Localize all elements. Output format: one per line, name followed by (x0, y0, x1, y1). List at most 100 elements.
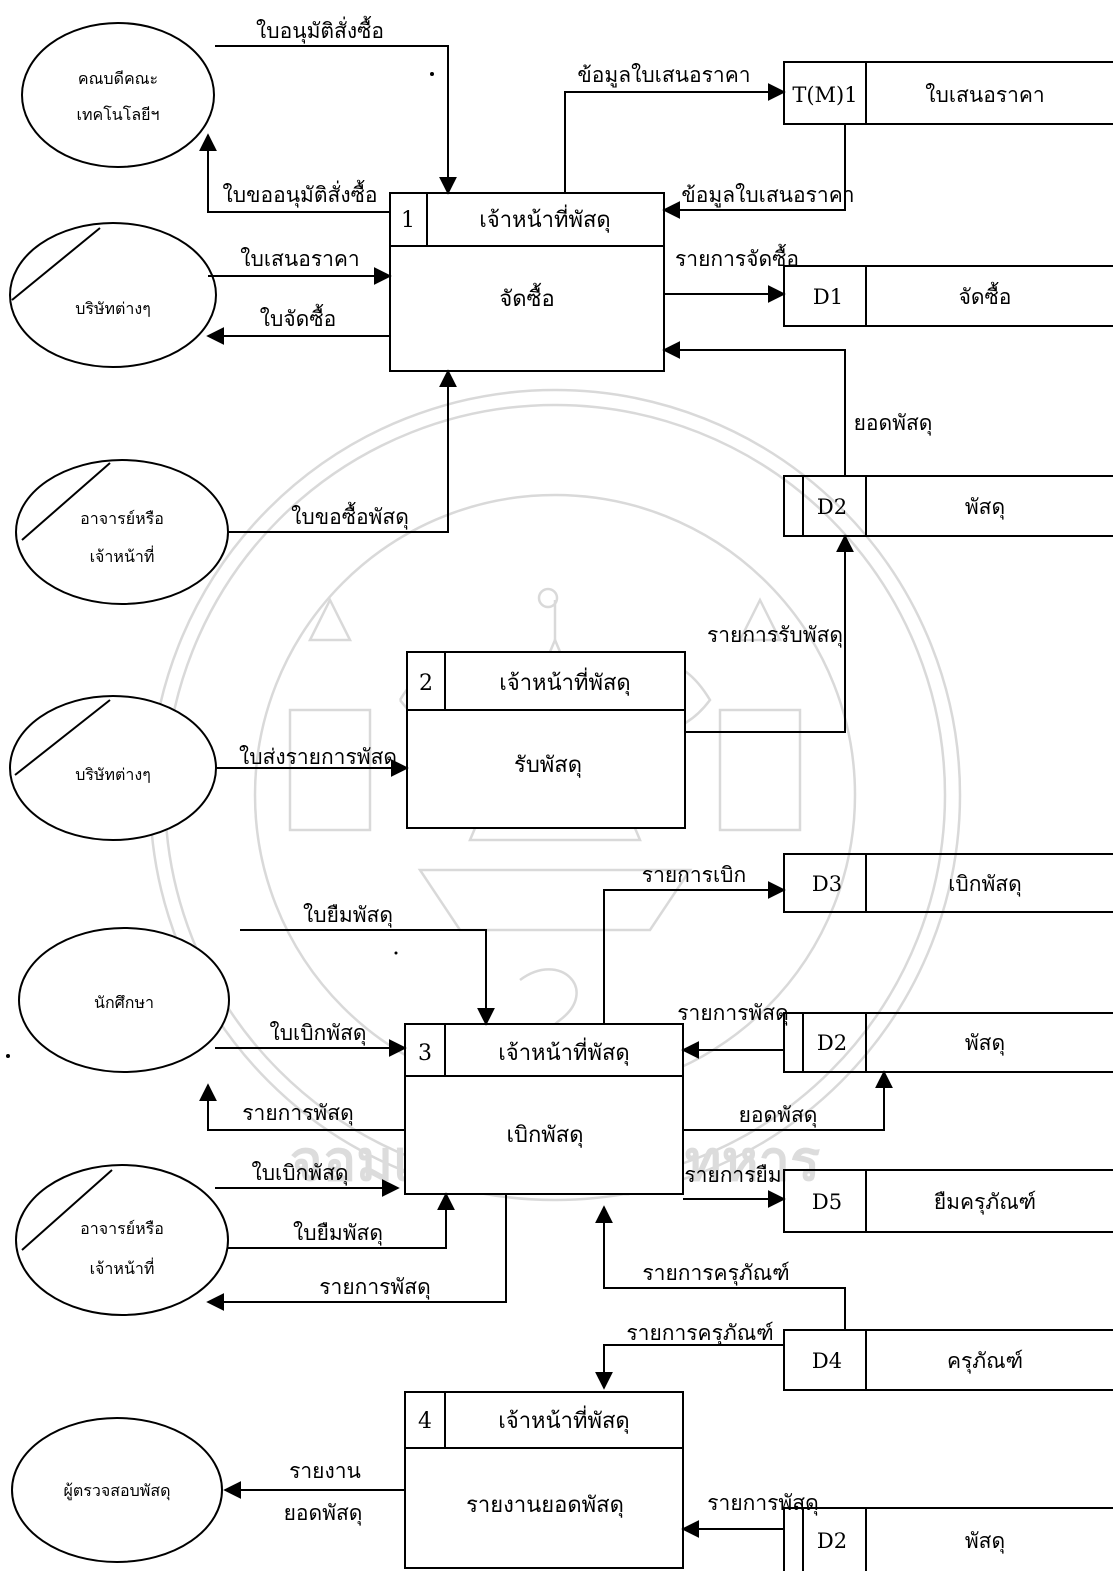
process-4: 4 เจ้าหน้าที่พัสดุ รายงานยอดพัสดุ (404, 1391, 684, 1569)
svg-text:ใบยืมพัสดุ: ใบยืมพัสดุ (303, 903, 393, 928)
flow-withdraw-form-student: ใบเบิกพัสดุ (215, 1021, 407, 1057)
entity-companies-2: บริษัทต่างๆ (9, 695, 217, 841)
store-d5-name: ยืมครุภัณฑ์ (934, 1190, 1036, 1215)
store-d4-name: ครุภัณฑ์ (947, 1349, 1023, 1374)
process-3-name: เบิกพัสดุ (506, 1123, 583, 1148)
entity-dean-line1: คณบดีคณะ (78, 69, 158, 88)
svg-text:ใบยืมพัสดุ: ใบยืมพัสดุ (293, 1221, 383, 1246)
flow-delivery-note: ใบส่งรายการพัสดุ (215, 745, 409, 777)
store-d2a: D2 พัสดุ (783, 475, 1113, 537)
store-tm1: T(M)1 ใบเสนอราคา (783, 61, 1113, 125)
store-d5: D5 ยืมครุภัณฑ์ (783, 1169, 1113, 1233)
svg-text:รายการครุภัณฑ์: รายการครุภัณฑ์ (626, 1321, 773, 1346)
entity-dean-line2: เทคโนโลยีฯ (76, 105, 159, 124)
flow-purchase-list: รายการจัดซื้อ (664, 244, 799, 303)
flow-withdraw-form-teacher: ใบเบิกพัสดุ (215, 1161, 400, 1197)
svg-text:รายการยืม: รายการยืม (684, 1163, 781, 1187)
entity-student-label: นักศึกษา (94, 993, 154, 1012)
flow-received-list: รายการรับพัสดุ (685, 534, 854, 733)
store-d2b-id: D2 (817, 1031, 847, 1055)
flow-withdraw-list: รายการเบิก (603, 863, 786, 1024)
entity-teacher-2: อาจารย์หรือ เจ้าหน้าที่ (15, 1164, 229, 1316)
process-4-name: รายงานยอดพัสดุ (466, 1493, 624, 1518)
flow-borrow-list: รายการยืม (683, 1163, 786, 1208)
store-d4-id: D4 (812, 1349, 842, 1373)
svg-text:รายการเบิก: รายการเบิก (642, 863, 746, 887)
svg-text:รายการจัดซื้อ: รายการจัดซื้อ (675, 244, 799, 271)
svg-text:ข้อมูลใบเสนอราคา: ข้อมูลใบเสนอราคา (681, 183, 854, 208)
svg-text:ยอดพัสดุ: ยอดพัสดุ (854, 411, 933, 436)
store-d2c: D2 พัสดุ (783, 1507, 1113, 1571)
svg-text:รายการรับพัสดุ: รายการรับพัสดุ (707, 623, 843, 648)
svg-text:รายการพัสดุ: รายการพัสดุ (707, 1491, 818, 1516)
store-d4: D4 ครุภัณฑ์ (783, 1329, 1113, 1391)
flow-borrow-form-student: ใบยืมพัสดุ (240, 903, 495, 1026)
svg-text:รายการพัสดุ: รายการพัสดุ (677, 1001, 788, 1026)
flow-quote-data-out: ข้อมูลใบเสนอราคา (564, 63, 786, 193)
svg-text:ยอดพัสดุ: ยอดพัสดุ (284, 1501, 363, 1526)
svg-text:ยอดพัสดุ: ยอดพัสดุ (739, 1103, 818, 1128)
entity-dean: คณบดีคณะ เทคโนโลยีฯ (21, 22, 215, 168)
process-1: 1 เจ้าหน้าที่พัสดุ จัดซื้อ (389, 192, 665, 372)
store-d2c-name: พัสดุ (965, 1529, 1005, 1554)
entity-teacher-1: อาจารย์หรือ เจ้าหน้าที่ (15, 459, 229, 605)
flow-equipment-list-1: รายการครุภัณฑ์ (595, 1205, 846, 1330)
svg-text:ข้อมูลใบเสนอราคา: ข้อมูลใบเสนอราคา (577, 63, 750, 88)
svg-text:รายการพัสดุ: รายการพัสดุ (319, 1275, 430, 1300)
flow-item-list-in: รายการพัสดุ (677, 1001, 789, 1059)
store-d3: D3 เบิกพัสดุ (783, 853, 1113, 913)
entity-companies-1-label: บริษัทต่างๆ (75, 299, 151, 318)
svg-text:รายการพัสดุ: รายการพัสดุ (242, 1101, 353, 1126)
svg-text:ใบส่งรายการพัสดุ: ใบส่งรายการพัสดุ (239, 745, 397, 770)
store-tm1-id: T(M)1 (792, 83, 857, 107)
store-d2b: D2 พัสดุ (783, 1012, 1113, 1073)
scan-dot (430, 72, 434, 76)
scan-dot (6, 1054, 10, 1058)
process-1-number: 1 (401, 208, 415, 233)
flow-item-list-to-student: รายการพัสดุ (199, 1083, 405, 1131)
store-d2a-id: D2 (817, 495, 847, 519)
entity-auditor-label: ผู้ตรวจสอบพัสดุ (64, 1481, 171, 1501)
svg-text:ใบเสนอราคา: ใบเสนอราคา (240, 247, 359, 271)
flow-stock-balance-2: ยอดพัสดุ (683, 1070, 893, 1131)
store-d1: D1 จัดซื้อ (783, 265, 1113, 327)
svg-text:ใบอนุมัติสั่งซื้อ: ใบอนุมัติสั่งซื้อ (256, 16, 384, 44)
svg-text:ใบเบิกพัสดุ: ใบเบิกพัสดุ (251, 1161, 348, 1186)
process-1-actor: เจ้าหน้าที่พัสดุ (479, 204, 610, 233)
store-d5-id: D5 (812, 1190, 842, 1214)
store-d2b-name: พัสดุ (965, 1031, 1005, 1056)
flow-borrow-form-teacher: ใบยืมพัสดุ (228, 1192, 455, 1249)
store-d2a-name: พัสดุ (965, 495, 1005, 520)
process-2-number: 2 (419, 671, 433, 696)
flow-purchase-order: ใบจัดซื้อ (206, 304, 390, 345)
svg-text:รายงาน: รายงาน (289, 1459, 361, 1483)
process-4-actor: เจ้าหน้าที่พัสดุ (498, 1405, 629, 1434)
flow-approval-request: ใบขออนุมัติสั่งซื้อ (199, 133, 390, 213)
store-d1-id: D1 (813, 285, 843, 309)
entity-teacher-2-line2: เจ้าหน้าที่ (90, 1257, 155, 1278)
flow-equipment-list-2: รายการครุภัณฑ์ (595, 1321, 784, 1390)
svg-text:ใบเบิกพัสดุ: ใบเบิกพัสดุ (269, 1021, 366, 1046)
flow-purchase-request: ใบขอซื้อพัสดุ (228, 369, 457, 533)
entity-teacher-2-line1: อาจารย์หรือ (80, 1219, 164, 1238)
store-d3-name: เบิกพัสดุ (948, 872, 1022, 897)
entity-companies-1: บริษัทต่างๆ (9, 222, 217, 368)
store-tm1-name: ใบเสนอราคา (925, 83, 1044, 107)
svg-text:ใบขออนุมัติสั่งซื้อ: ใบขออนุมัติสั่งซื้อ (223, 180, 378, 208)
entity-student: นักศึกษา (18, 927, 230, 1073)
process-2: 2 เจ้าหน้าที่พัสดุ รับพัสดุ (406, 651, 686, 829)
flow-item-list-report: รายการพัสดุ (681, 1491, 819, 1538)
process-3-number: 3 (418, 1041, 432, 1066)
flow-quote-data-in: ข้อมูลใบเสนอราคา (662, 124, 855, 219)
flow-stock-balance-1: ยอดพัสดุ (662, 341, 933, 476)
flow-approval-doc: ใบอนุมัติสั่งซื้อ (215, 16, 457, 195)
flow-quotation: ใบเสนอราคา (208, 247, 392, 285)
entity-auditor: ผู้ตรวจสอบพัสดุ (11, 1417, 223, 1563)
store-d3-id: D3 (812, 872, 842, 896)
process-4-number: 4 (418, 1409, 432, 1434)
svg-text:รายการครุภัณฑ์: รายการครุภัณฑ์ (642, 1261, 789, 1286)
process-3-actor: เจ้าหน้าที่พัสดุ (498, 1037, 629, 1066)
process-1-name: จัดซื้อ (499, 283, 554, 312)
